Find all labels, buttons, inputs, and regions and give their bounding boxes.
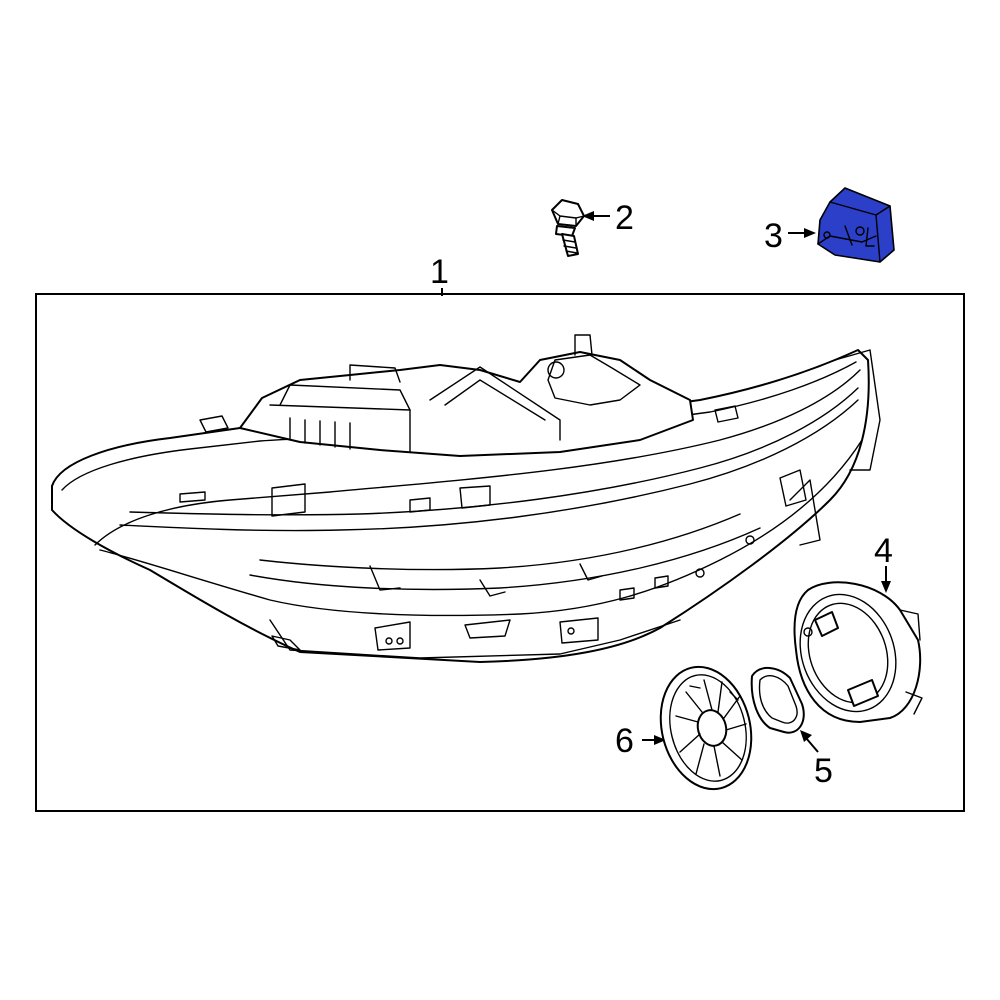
callout-6-label: 6 <box>615 722 634 760</box>
dust-cap-hub <box>696 709 728 747</box>
callout-6-arrowhead <box>654 735 666 745</box>
callout-5[interactable]: 5 <box>800 730 833 790</box>
headlamp-housing <box>239 351 694 457</box>
bolt-shank <box>561 233 579 257</box>
dust-cap[interactable] <box>648 657 763 799</box>
headlamp-assembly[interactable] <box>51 334 881 663</box>
cover-cap[interactable] <box>750 667 805 734</box>
callout-3[interactable]: 3 <box>764 217 816 255</box>
callout-4[interactable]: 4 <box>874 532 893 593</box>
callout-1-label: 1 <box>430 253 449 291</box>
socket-housing[interactable] <box>784 581 923 725</box>
callout-3-label: 3 <box>764 217 783 255</box>
callout-5-leader <box>805 737 819 753</box>
callout-2[interactable]: 2 <box>582 199 634 237</box>
bracket-body <box>817 187 895 263</box>
callout-4-arrowhead <box>881 581 891 593</box>
assembly-frame <box>35 293 965 812</box>
cover-cap-body <box>750 667 805 734</box>
callout-5-arrowhead <box>800 730 812 742</box>
callout-3-arrowhead <box>804 228 816 238</box>
callout-1[interactable]: 1 <box>430 253 449 296</box>
callout-5-label: 5 <box>814 752 833 790</box>
callout-2-arrowhead <box>582 211 594 221</box>
callout-4-label: 4 <box>874 532 893 570</box>
callout-2-label: 2 <box>615 199 634 237</box>
callout-6[interactable]: 6 <box>615 722 666 760</box>
bolt-part[interactable] <box>551 199 585 257</box>
highlighted-bracket[interactable] <box>817 187 895 263</box>
